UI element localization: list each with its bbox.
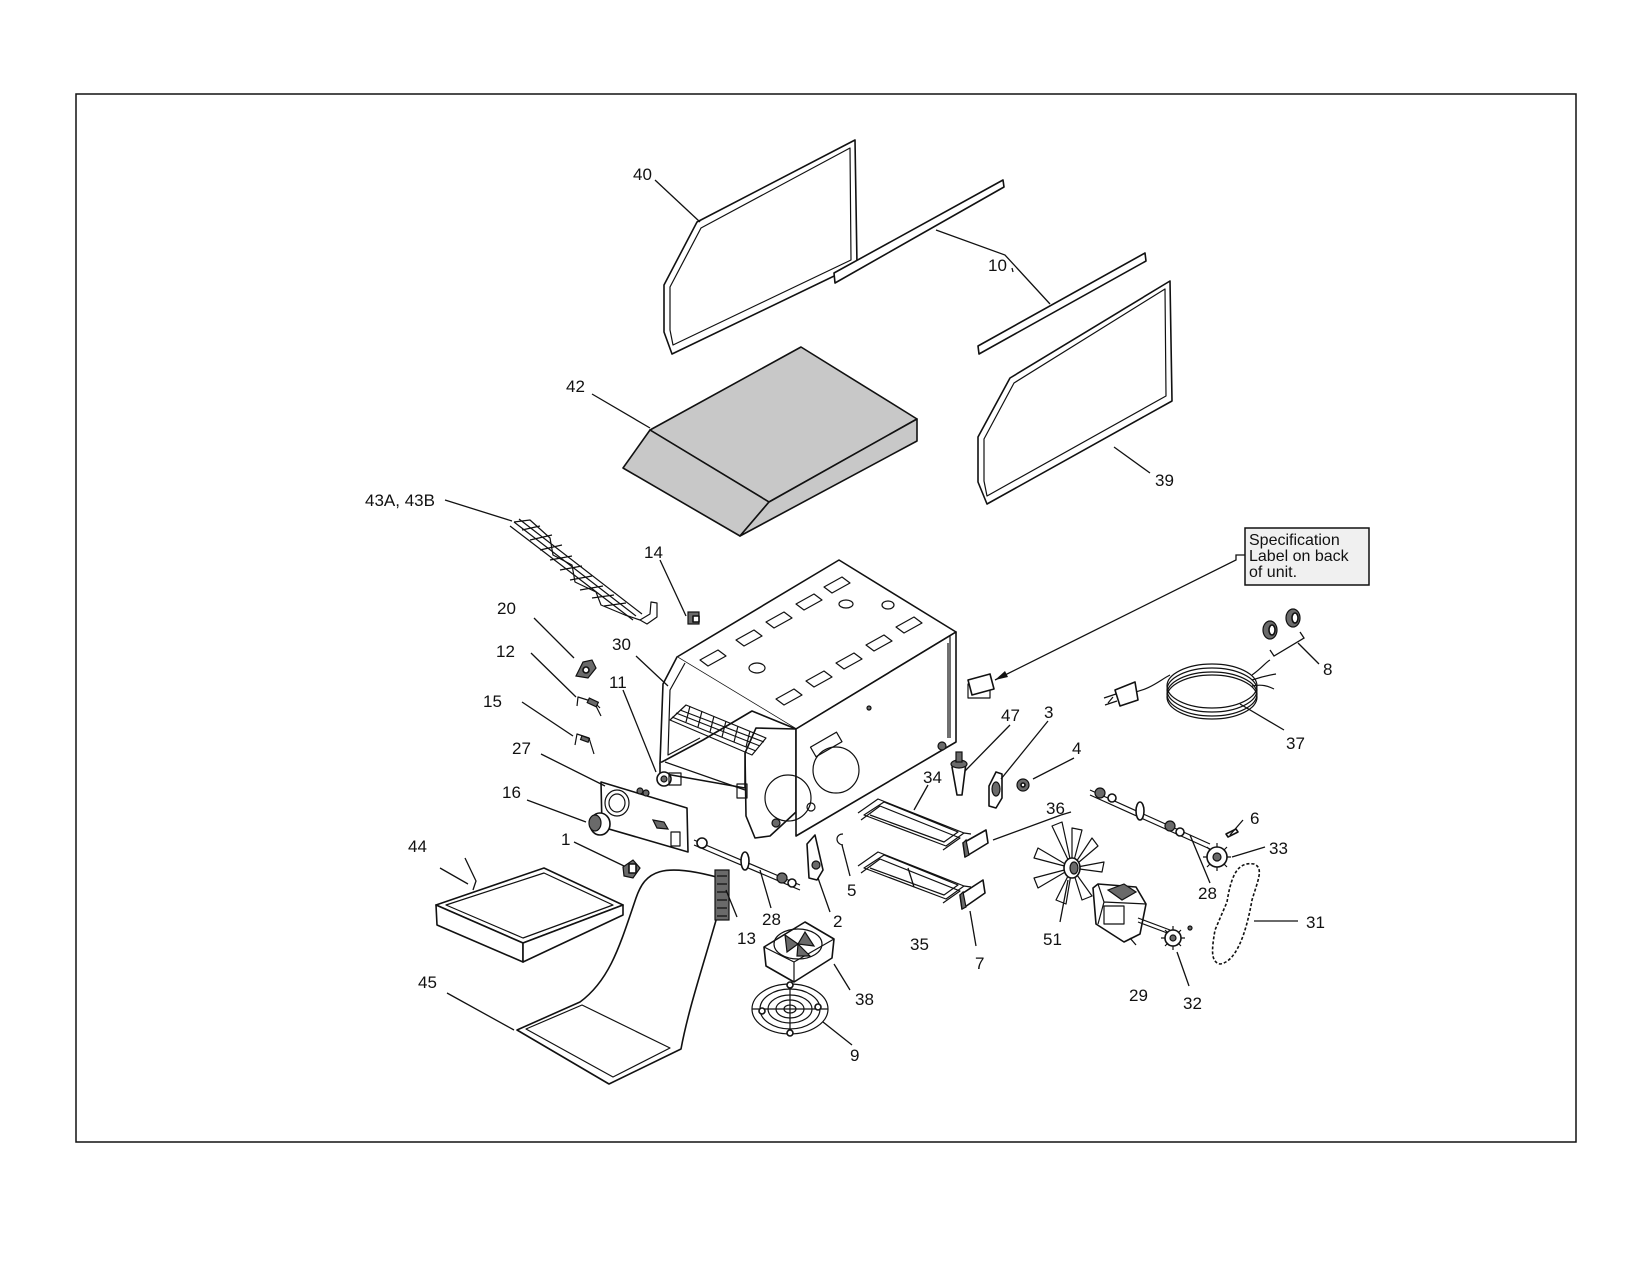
part-42-top-cover xyxy=(622,346,918,537)
label-28-right: 28 xyxy=(1198,884,1217,903)
part-36-element-bracket xyxy=(962,829,989,858)
part-10-seal-strip xyxy=(833,179,1147,355)
spec-label-line-1: Specification xyxy=(1249,532,1340,549)
part-5-retaining-clip xyxy=(836,833,844,846)
label-9: 9 xyxy=(850,1046,859,1065)
label-38: 38 xyxy=(855,990,874,1009)
part-28-drive-shaft-left xyxy=(693,837,801,891)
part-31-drive-chain xyxy=(1211,862,1261,965)
label-36: 36 xyxy=(1046,799,1065,818)
label-34: 34 xyxy=(923,768,942,787)
label-44: 44 xyxy=(408,837,427,856)
part-51-impeller xyxy=(1033,821,1105,905)
label-40: 40 xyxy=(633,165,652,184)
part-28-drive-shaft-right xyxy=(1089,787,1211,850)
part-12-spring xyxy=(576,696,602,717)
label-20: 20 xyxy=(497,599,516,618)
part-7-element-bracket xyxy=(959,879,986,910)
spec-label-line-2: Label on back xyxy=(1249,548,1350,565)
part-44-crumb-tray xyxy=(435,867,624,963)
part-14-clip xyxy=(687,611,700,625)
part-13-terminal-block xyxy=(714,869,730,921)
label-7: 7 xyxy=(975,954,984,973)
specification-label-callout: Specification Label on back of unit. xyxy=(967,527,1370,696)
label-51: 51 xyxy=(1043,930,1062,949)
spec-label-line-3: of unit. xyxy=(1249,564,1297,581)
part-32-motor-sprocket xyxy=(1161,925,1193,950)
label-13: 13 xyxy=(737,929,756,948)
label-1: 1 xyxy=(561,830,570,849)
part-27-control-panel xyxy=(600,781,689,853)
label-8: 8 xyxy=(1323,660,1332,679)
drawing-frame xyxy=(75,93,1577,1143)
part-39-side-panel xyxy=(977,280,1173,505)
part-37-power-cord xyxy=(1103,659,1277,720)
label-5: 5 xyxy=(847,881,856,900)
part-16-knob xyxy=(588,812,611,836)
part-45-discharge-chute xyxy=(516,869,728,1085)
label-10: 10 xyxy=(988,256,1007,275)
label-47: 47 xyxy=(1001,706,1020,725)
part-1-switch xyxy=(622,859,641,879)
part-8-strain-relief xyxy=(1262,608,1305,657)
label-29: 29 xyxy=(1129,986,1148,1005)
part-33-shaft-sprocket xyxy=(1203,843,1231,871)
label-3: 3 xyxy=(1044,703,1053,722)
label-28-left: 28 xyxy=(762,910,781,929)
part-43-conveyor-belt xyxy=(509,518,658,625)
part-3-mounting-bracket xyxy=(988,771,1003,809)
label-4: 4 xyxy=(1072,739,1081,758)
label-35: 35 xyxy=(910,935,929,954)
part-4-nut xyxy=(1016,778,1030,792)
label-6: 6 xyxy=(1250,809,1259,828)
part-29-drive-motor xyxy=(1092,883,1171,943)
label-27: 27 xyxy=(512,739,531,758)
label-43a-43b: 43A, 43B xyxy=(365,491,435,510)
part-40-side-panel xyxy=(663,139,858,355)
label-11: 11 xyxy=(609,673,627,692)
part-47-probe xyxy=(950,751,968,796)
part-9-fan-guard xyxy=(751,981,829,1037)
part-number-labels: 40 10 42 39 43A, 43B 14 20 30 12 11 15 2… xyxy=(365,165,1332,1065)
label-32: 32 xyxy=(1183,994,1202,1013)
part-11-potentiometer xyxy=(656,771,682,787)
label-14: 14 xyxy=(644,543,663,562)
label-39: 39 xyxy=(1155,471,1174,490)
label-30: 30 xyxy=(612,635,631,654)
part-15-spring xyxy=(574,733,595,755)
part-20-bracket xyxy=(575,659,597,679)
oven-body xyxy=(659,559,991,839)
label-15: 15 xyxy=(483,692,502,711)
part-38-cooling-fan xyxy=(763,921,835,983)
label-12: 12 xyxy=(496,642,515,661)
part-35-heating-element xyxy=(857,851,972,904)
label-37: 37 xyxy=(1286,734,1305,753)
part-2-bearing-bracket xyxy=(806,834,824,881)
leader-lines xyxy=(439,179,1320,1046)
label-42: 42 xyxy=(566,377,585,396)
part-34-heating-element xyxy=(857,798,972,851)
label-31: 31 xyxy=(1306,913,1325,932)
label-2: 2 xyxy=(833,912,842,931)
label-33: 33 xyxy=(1269,839,1288,858)
label-45: 45 xyxy=(418,973,437,992)
label-16: 16 xyxy=(502,783,521,802)
